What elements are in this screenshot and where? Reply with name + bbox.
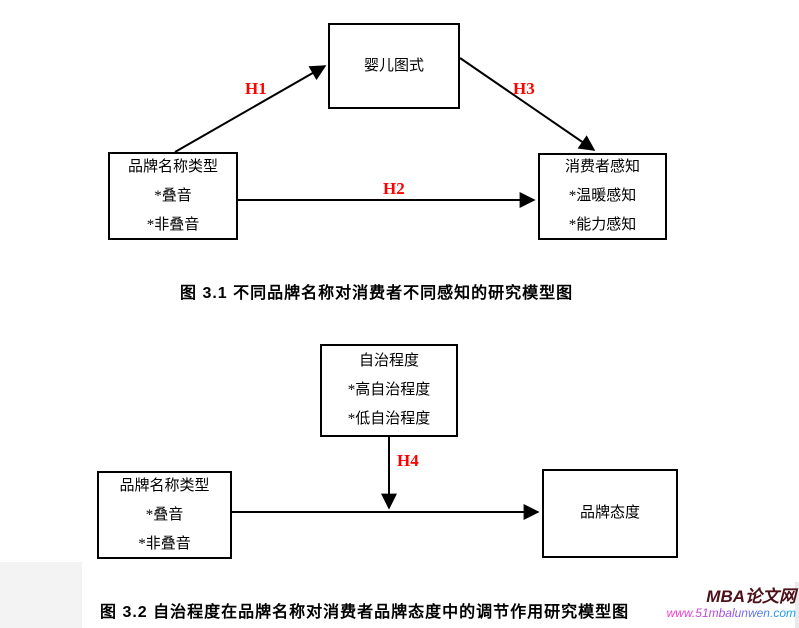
box-autonomy-level: 自治程度 *高自治程度 *低自治程度	[320, 344, 458, 437]
watermark-url: www.51mbalunwen.com	[666, 605, 796, 620]
box-text-line: *叠音	[145, 506, 184, 523]
box-text-line: 品牌态度	[579, 505, 640, 521]
box-text-line: 消费者感知	[564, 159, 640, 175]
box-brand-name-type-1: 品牌名称类型 *叠音 *非叠音	[108, 152, 238, 240]
label-h1: H1	[245, 79, 267, 98]
box-text-line: *低自治程度	[347, 411, 431, 427]
box-text-line: 品牌名称类型	[119, 477, 210, 494]
watermark: MBA论文网 www.51mbalunwen.com	[667, 587, 796, 620]
box-consumer-perception: 消费者感知 *温暖感知 *能力感知	[538, 153, 667, 240]
box-text-line: *非叠音	[146, 216, 200, 233]
box-infant-schema: 婴儿图式	[328, 23, 460, 109]
label-h4: H4	[397, 451, 419, 470]
arrow-h3	[459, 57, 596, 151]
box-text-line: *非叠音	[138, 535, 191, 552]
box-text-line: 婴儿图式	[363, 57, 424, 74]
box-text-line: 品牌名称类型	[127, 158, 218, 175]
page-edge-shade-bottom-left	[0, 562, 82, 628]
box-text-line: *能力感知	[568, 217, 637, 233]
figure-3-1-caption: 图 3.1 不同品牌名称对消费者不同感知的研究模型图	[180, 285, 574, 302]
box-brand-attitude: 品牌态度	[542, 469, 678, 558]
figure-3-2-caption: 图 3.2 自治程度在品牌名称对消费者品牌态度中的调节作用研究模型图	[100, 604, 630, 621]
label-h3: H3	[513, 79, 535, 98]
box-text-line: 自治程度	[358, 353, 419, 369]
page-edge-shade-right	[795, 582, 799, 628]
box-text-line: *叠音	[154, 187, 192, 204]
watermark-title: MBA论文网	[706, 587, 796, 606]
box-text-line: *高自治程度	[347, 382, 431, 398]
arrow-h1	[174, 65, 327, 153]
box-brand-name-type-2: 品牌名称类型 *叠音 *非叠音	[97, 471, 232, 559]
box-text-line: *温暖感知	[568, 188, 637, 204]
label-h2: H2	[383, 179, 405, 198]
